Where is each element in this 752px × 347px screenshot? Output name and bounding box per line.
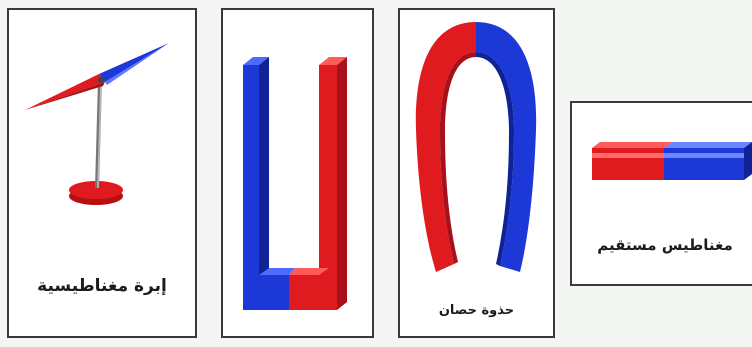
- horseshoe-magnet-icon: [400, 10, 553, 336]
- horseshoe-magnet-label: حذوة حصان: [400, 303, 553, 318]
- bar-magnet-card: مغناطيس مستقيم: [570, 101, 752, 286]
- magnetic-needle-label: إبرة مغناطيسية: [9, 276, 195, 296]
- magnetic-needle-card: إبرة مغناطيسية: [7, 8, 197, 338]
- u-magnet-icon: [223, 10, 372, 336]
- bar-magnet-label: مغناطيس مستقيم: [572, 236, 752, 254]
- u-magnet-card: [221, 8, 374, 338]
- horseshoe-magnet-card: حذوة حصان: [398, 8, 555, 338]
- bar-magnet-icon: [572, 103, 752, 284]
